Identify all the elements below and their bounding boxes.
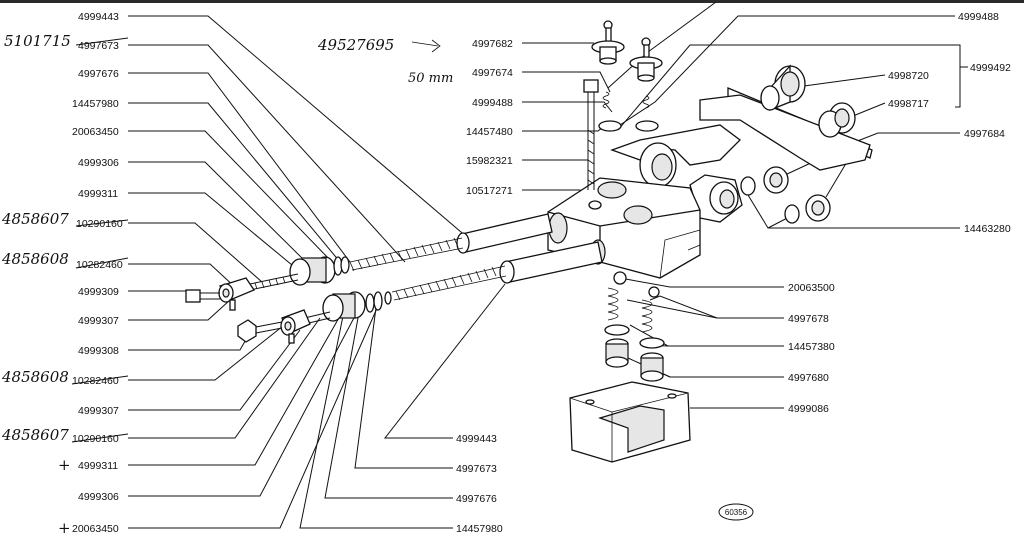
label-part: 4997684 <box>964 128 1005 140</box>
handwritten-part-number: 4858607 <box>1 426 69 444</box>
label-part: 4999443 <box>78 11 119 23</box>
handwritten-part-number: 49527695 <box>317 36 394 54</box>
handwritten-part-number: 4858608 <box>1 368 69 386</box>
label-part: 4999086 <box>788 403 829 415</box>
drawing-number-badge: 60356 <box>718 503 754 521</box>
label-part: 10290160 <box>76 218 123 230</box>
upper-control-rod <box>249 213 553 291</box>
label-part: 4998720 <box>888 70 929 82</box>
top-plug-1 <box>591 20 625 65</box>
lift-arm-bracket <box>610 87 873 223</box>
label-part: 20063450 <box>72 523 119 535</box>
drawing-number: 60356 <box>725 508 748 517</box>
bushing-pair-4997684 <box>740 166 831 224</box>
label-part: 4999492 <box>970 62 1011 74</box>
label-part: 4999307 <box>78 315 119 327</box>
label-part: 20063450 <box>72 126 119 138</box>
label-part: 14457380 <box>788 341 835 353</box>
label-part: 4997674 <box>472 67 513 79</box>
bushing-4998717 <box>818 102 856 138</box>
label-part: 14457980 <box>456 523 503 535</box>
label-part: 4999443 <box>456 433 497 445</box>
upper-eye-joint <box>185 277 255 311</box>
left-label-column: 4999443 4997673 4997676 14457980 2006345… <box>71 11 129 535</box>
label-part: 4997682 <box>472 38 513 50</box>
handwritten-cross: + <box>58 456 71 474</box>
handwritten-part-number: 4858607 <box>1 210 69 228</box>
label-part: 14463280 <box>964 223 1011 235</box>
label-part: 4999311 <box>78 188 118 200</box>
right-label-column: 4999488 4998720 4998717 4999492 4997684 … <box>788 11 1011 415</box>
window-top-edge <box>0 0 1024 3</box>
label-part: 4999488 <box>472 97 513 109</box>
label-part: 4997678 <box>788 313 829 325</box>
cover-block <box>569 381 691 463</box>
small-springs-top <box>598 91 659 132</box>
label-part: 4999307 <box>78 405 119 417</box>
handwritten-note: 50 mm <box>408 71 453 86</box>
lower-valve-parts <box>604 271 665 382</box>
handwritten-part-number: 4858608 <box>1 250 69 268</box>
label-part: 15982321 <box>466 155 513 167</box>
label-part: 4997676 <box>78 68 119 80</box>
label-part: 20063500 <box>788 282 835 294</box>
label-part: 4999311 <box>78 460 118 472</box>
label-part: 4997680 <box>788 372 829 384</box>
label-part: 14457480 <box>466 126 513 138</box>
label-part: 4999488 <box>958 11 999 23</box>
label-part: 4999308 <box>78 345 119 357</box>
bushing-4998720 <box>760 64 806 111</box>
handwritten-cross: + <box>58 519 71 537</box>
lower-eye-joint <box>237 309 311 344</box>
label-part: 4999306 <box>78 491 119 503</box>
label-part: 4998717 <box>888 98 929 110</box>
center-label-column: 4997682 4997674 4999488 14457480 1598232… <box>466 38 513 197</box>
handwritten-part-number: 5101715 <box>4 32 71 50</box>
label-part: 14457980 <box>72 98 119 110</box>
bottom-label-column: 4999443 4997673 4997676 14457980 <box>456 433 503 535</box>
lower-control-rod <box>295 241 603 327</box>
label-part: 4997676 <box>456 493 497 505</box>
handwritten-notes: 5101715 49527695 50 mm 4858607 4858608 4… <box>1 32 453 537</box>
label-part: 10517271 <box>466 185 513 197</box>
top-plug-2 <box>629 37 663 82</box>
label-part: 10282460 <box>76 259 123 271</box>
label-part: 4999306 <box>78 157 119 169</box>
vertical-bolt <box>583 79 599 190</box>
leader-lines <box>128 1 968 529</box>
label-part: 4997673 <box>456 463 497 475</box>
label-part: 4999309 <box>78 286 119 298</box>
